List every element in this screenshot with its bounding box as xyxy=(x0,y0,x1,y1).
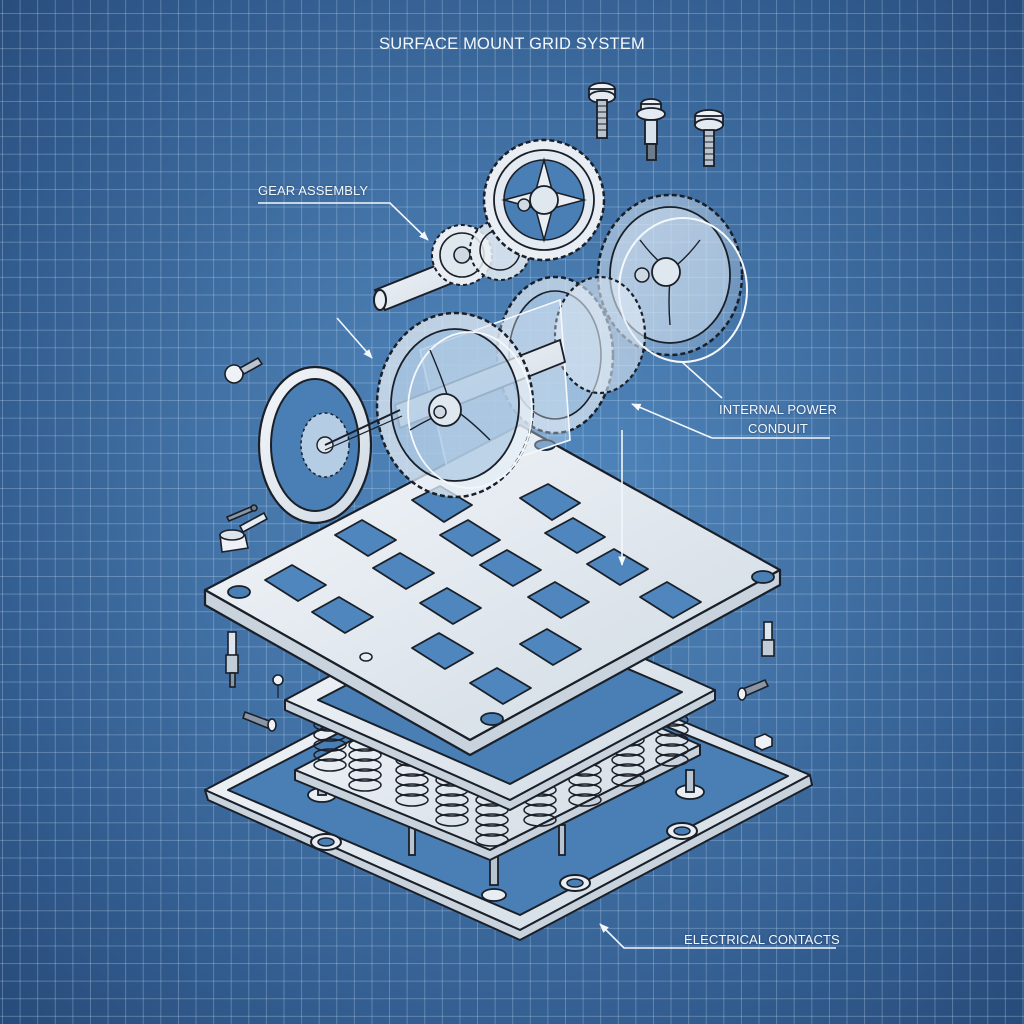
leader-electrical-contacts xyxy=(599,923,836,949)
dowel-left xyxy=(242,710,277,732)
leader-lines xyxy=(258,202,836,949)
grid-cell xyxy=(639,581,702,619)
leader-internal-power-conduit-2 xyxy=(681,361,723,399)
diagram-title: SURFACE MOUNT GRID SYSTEM xyxy=(379,35,645,53)
label-line-1: INTERNAL POWER xyxy=(719,402,837,417)
grid-cell xyxy=(479,549,542,587)
loose-fasteners xyxy=(219,356,773,751)
label-line-2: CONDUIT xyxy=(748,421,808,436)
label-gear-assembly: GEAR ASSEMBLY xyxy=(258,183,369,198)
grid-cell xyxy=(439,519,501,557)
grid-cell xyxy=(419,587,482,625)
grid-cell xyxy=(311,596,374,634)
grid-cell xyxy=(334,519,397,557)
gear-large-upper xyxy=(482,138,606,262)
grid-cell xyxy=(372,552,435,590)
screw xyxy=(636,98,666,161)
screws-top xyxy=(588,82,724,167)
screw xyxy=(694,109,724,167)
grid-cell xyxy=(527,581,590,619)
leader-gear-assembly xyxy=(258,202,429,241)
grid-cells xyxy=(264,483,702,705)
top-grid-plate xyxy=(203,423,782,757)
grid-cell xyxy=(264,564,327,602)
pin-left xyxy=(225,504,269,534)
pin-small xyxy=(272,674,284,698)
grid-cell xyxy=(411,632,474,670)
grid-cell xyxy=(469,667,532,705)
cube-right xyxy=(754,733,773,751)
dowel-right xyxy=(737,678,770,701)
hex-nut-left xyxy=(219,529,249,553)
label-internal-power-conduit: INTERNAL POWER CONDUIT xyxy=(718,400,838,438)
gear-large-front xyxy=(375,311,535,499)
grid-cell xyxy=(586,548,649,586)
grid-cell xyxy=(544,517,606,554)
leader-internal-power-conduit xyxy=(631,403,713,439)
label-electrical-contacts: ELECTRICAL CONTACTS xyxy=(684,932,840,947)
leader-drum xyxy=(336,317,373,359)
screw xyxy=(588,82,616,139)
grid-cell xyxy=(519,483,581,521)
screw-left xyxy=(224,356,264,384)
flywheel-ring xyxy=(257,365,403,525)
plate-posts xyxy=(225,621,775,688)
grid-cell xyxy=(519,628,582,666)
